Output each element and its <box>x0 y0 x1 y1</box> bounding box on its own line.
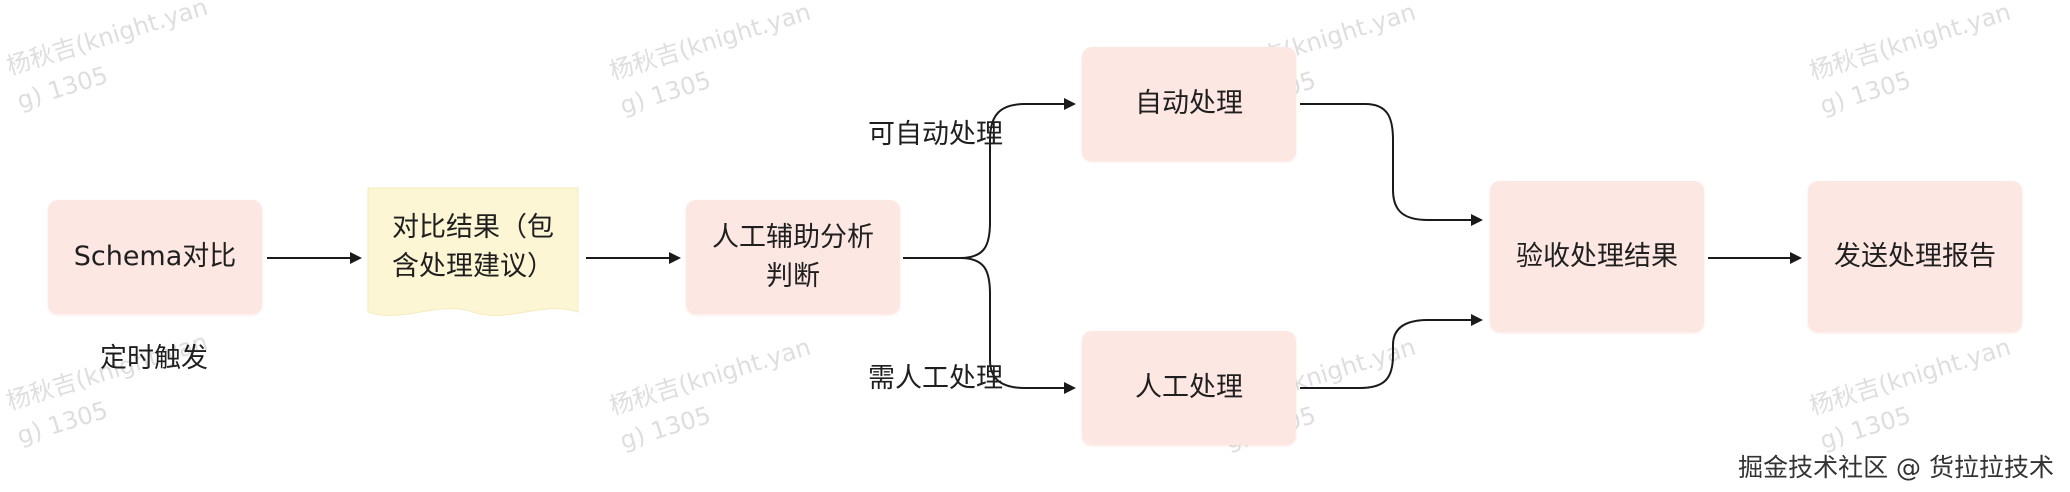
manual-process-node[interactable]: 人工处理 <box>1082 331 1296 445</box>
send-report-node[interactable]: 发送处理报告 <box>1808 181 2022 332</box>
need-manual-label: 需人工处理 <box>868 363 1003 394</box>
edge-assist-to-auto <box>903 98 1076 259</box>
timer-trigger-label: 定时触发 <box>100 343 208 374</box>
auto-process-node[interactable]: 自动处理 <box>1082 47 1296 161</box>
footer-credit: 掘金技术社区 @ 货拉拉技术 <box>1738 453 2054 482</box>
can-auto-label: 可自动处理 <box>868 119 1003 150</box>
edge-auto-to-verify <box>1300 103 1483 226</box>
schema-compare-node[interactable]: Schema对比 <box>48 200 262 314</box>
manual-assist-node[interactable]: 人工辅助分析判断 <box>686 200 900 314</box>
edge-manual-to-verify <box>1300 314 1483 389</box>
edge-assist-to-manual <box>959 257 1076 394</box>
compare-result-node[interactable]: 对比结果（包含处理建议） <box>392 211 554 282</box>
document-shape <box>367 187 579 316</box>
verify-result-node[interactable]: 验收处理结果 <box>1490 181 1704 332</box>
